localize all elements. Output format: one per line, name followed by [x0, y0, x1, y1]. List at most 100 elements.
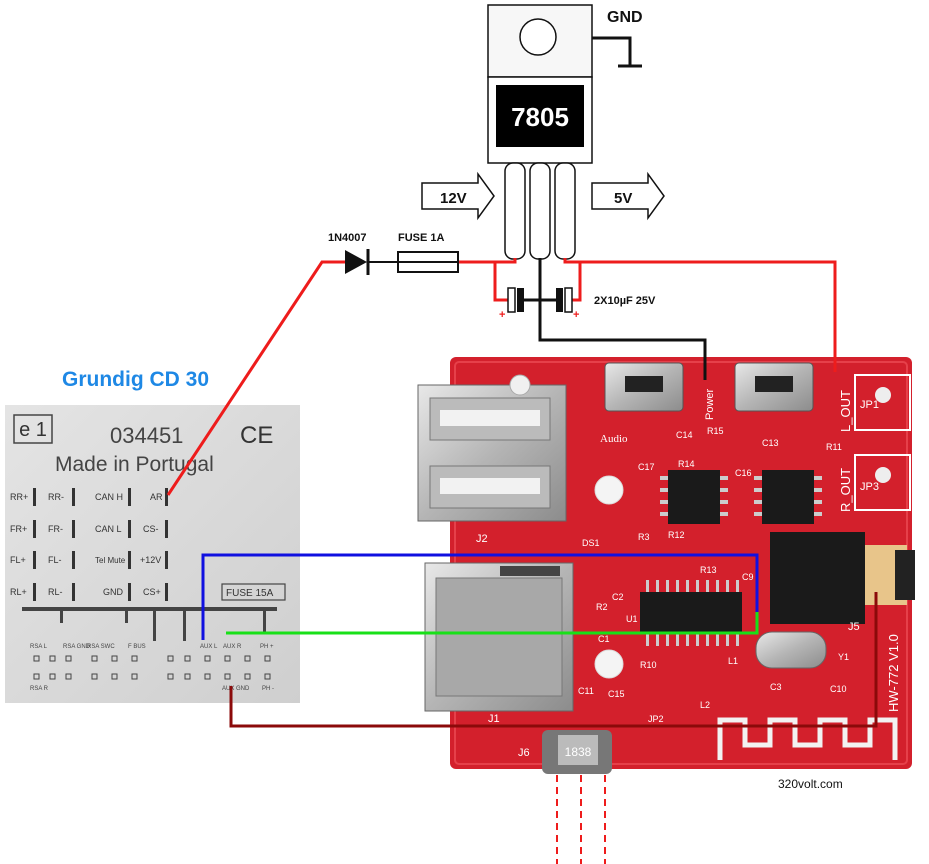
audio-jack — [770, 532, 915, 624]
power-output-wire — [563, 258, 837, 372]
radio-origin: Made in Portugal — [55, 453, 214, 476]
silk-jp1: JP1 — [860, 399, 879, 411]
silk-r10: R10 — [640, 660, 657, 670]
pin-ph-plus: PH + — [260, 644, 274, 650]
silk-r14: R14 — [678, 459, 695, 469]
pin-fl-plus: FL+ — [10, 555, 26, 565]
silk-r3: R3 — [638, 532, 650, 542]
aux-ground-wire — [229, 592, 878, 728]
fuse-15a-box — [221, 583, 286, 601]
pin-cs-plus: CS+ — [143, 587, 161, 597]
diode-1n4007 — [345, 249, 398, 275]
ce-mark: CE — [240, 422, 273, 449]
ir-receiver-leads — [556, 775, 606, 864]
output-voltage-arrow: 5V — [591, 171, 665, 221]
fuse-15a-label: FUSE 15A — [226, 588, 274, 599]
silk-l2: L2 — [700, 700, 710, 710]
output-voltage-label: 5V — [614, 190, 632, 207]
pin-rsa-l: RSA L — [30, 644, 48, 650]
silk-r-out: R_OUT — [838, 468, 853, 512]
pin-plus-12v: +12V — [140, 555, 161, 565]
ir-receiver: 1838 — [542, 730, 612, 774]
pin-rr-minus: RR- — [48, 492, 64, 502]
pin-tel-mute: Tel Mute — [95, 556, 126, 565]
fuse-label: FUSE 1A — [398, 232, 445, 244]
usb-port — [417, 384, 567, 522]
pin-aux-r: AUX R — [223, 644, 242, 650]
input-voltage-label: 12V — [440, 190, 467, 207]
pin-aux-l: AUX L — [200, 644, 218, 650]
capacitor-input: + — [499, 287, 540, 321]
sd-card-slot — [424, 562, 574, 712]
silk-c1: C1 — [598, 634, 610, 644]
pin-ph-minus: PH - — [262, 686, 274, 692]
silk-c10: C10 — [830, 684, 847, 694]
silk-j1: J1 — [488, 713, 500, 725]
silk-c3: C3 — [770, 682, 782, 692]
pin-ar: AR — [150, 492, 163, 502]
pin-rl-minus: RL- — [48, 587, 63, 597]
voltage-regulator-7805: 7805 — [487, 4, 593, 260]
amplifier-ic-left — [660, 470, 728, 524]
ground-label: GND — [607, 9, 643, 26]
silk-u1: U1 — [626, 614, 638, 624]
silk-c14: C14 — [676, 430, 693, 440]
decoder-ic — [640, 580, 742, 646]
pin-fl-minus: FL- — [48, 555, 62, 565]
pin-rsa-gnd: RSA GND — [63, 644, 91, 650]
silk-jp2: JP2 — [648, 714, 664, 724]
silk-c17: C17 — [638, 462, 655, 472]
radio-serial-number: 034451 — [110, 423, 183, 448]
silk-r13: R13 — [700, 565, 717, 575]
regulator-part-number: 7805 — [511, 102, 569, 132]
pin-gnd: GND — [103, 587, 124, 597]
capacitor-output: + — [540, 287, 579, 321]
approval-mark-box — [13, 414, 53, 444]
aux-left-wire — [201, 553, 759, 640]
silk-j6: J6 — [518, 747, 530, 759]
ground-symbol — [592, 36, 642, 68]
silk-ds1: DS1 — [582, 538, 600, 548]
diode-label: 1N4007 — [328, 232, 367, 244]
silk-r12: R12 — [668, 530, 685, 540]
pin-rl-plus: RL+ — [10, 587, 27, 597]
input-voltage-arrow: 12V — [421, 171, 495, 221]
pin-aux-gnd: AUX GND — [222, 686, 250, 692]
capacitor-label: 2X10µF 25V — [594, 295, 656, 307]
pin-fr-minus: FR- — [48, 524, 63, 534]
amplifier-ic-right — [754, 470, 822, 524]
svg-text:+: + — [499, 309, 505, 321]
board-model: HW-772 V1.0 — [886, 634, 901, 712]
hw772-board: 1838 C14 R15 C13 R14 C16 R11 C17 R12 R13… — [417, 357, 915, 774]
pin-can-l: CAN L — [95, 524, 122, 534]
silk-r15: R15 — [707, 426, 724, 436]
pin-can-h: CAN H — [95, 492, 123, 502]
silk-r2: R2 — [596, 602, 608, 612]
silk-c13: C13 — [762, 438, 779, 448]
svg-text:+: + — [573, 309, 579, 321]
silk-j5: J5 — [848, 621, 860, 633]
pin-cs-minus: CS- — [143, 524, 159, 534]
pin-fr-plus: FR+ — [10, 524, 27, 534]
silk-l1: L1 — [728, 656, 738, 666]
silk-j2: J2 — [476, 533, 488, 545]
approval-mark: e 1 — [19, 419, 47, 441]
silk-c16: C16 — [735, 468, 752, 478]
silk-audio: Audio — [600, 433, 628, 445]
fuse-1a — [397, 251, 459, 273]
ir-receiver-label: 1838 — [565, 745, 592, 759]
power-input-wire — [166, 258, 517, 496]
pin-rr-plus: RR+ — [10, 492, 28, 502]
silk-c2: C2 — [612, 592, 624, 602]
source-credit: 320volt.com — [778, 777, 843, 791]
silk-c9: C9 — [742, 572, 754, 582]
crystal-oscillator — [755, 631, 827, 669]
silk-y1: Y1 — [838, 652, 849, 662]
radio-title: Grundig CD 30 — [62, 368, 209, 391]
pin-rsa-swc: RSA SWC — [87, 644, 115, 650]
pin-f-bus: F BUS — [128, 644, 146, 650]
silk-l-out: L_OUT — [838, 390, 853, 432]
silk-jp3: JP3 — [860, 481, 879, 493]
silk-r11: R11 — [826, 442, 842, 452]
